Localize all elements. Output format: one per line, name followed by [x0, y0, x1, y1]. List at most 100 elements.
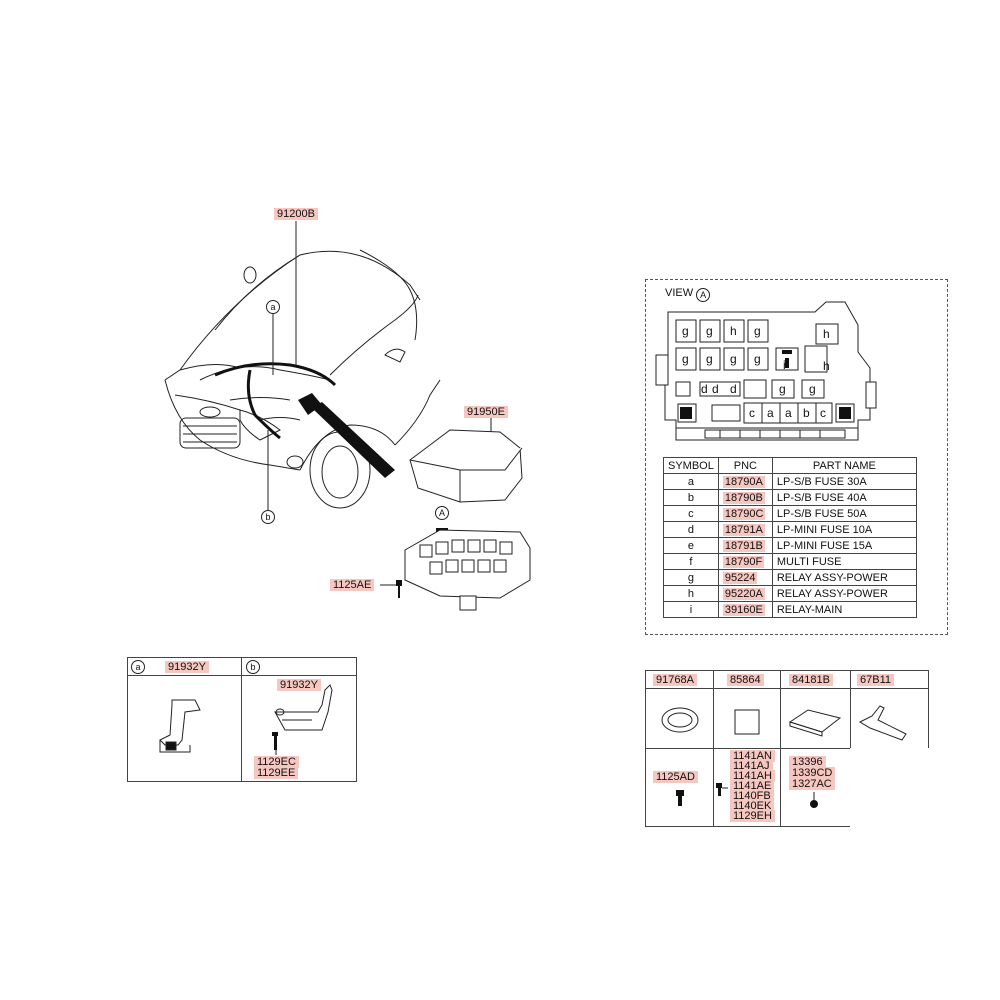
- row-pnc[interactable]: 18791B: [717, 537, 773, 554]
- fuse-slot-letter: g: [779, 382, 786, 396]
- fuse-slot-letter: c: [820, 406, 826, 420]
- view-a-panel: [645, 279, 948, 635]
- fuse-slot-letter: g: [706, 352, 713, 366]
- bolt-part-label[interactable]: 1125AE: [330, 579, 375, 591]
- row-part-name: RELAY-MAIN: [771, 601, 917, 618]
- row-symbol: h: [663, 585, 719, 602]
- nut-part-label[interactable]: 1339CD: [789, 767, 836, 779]
- row-pnc-text[interactable]: 18790C: [722, 507, 766, 520]
- row-pnc[interactable]: 39160E: [717, 601, 773, 618]
- row-pnc-text[interactable]: 95224: [722, 571, 758, 584]
- circle-a-marker: a: [266, 300, 280, 314]
- parts-table-header: SYMBOL PNC PART NAME: [663, 457, 917, 474]
- part-91768a-label[interactable]: 91768A: [653, 674, 697, 686]
- parts-grid-row-divider: [645, 748, 929, 749]
- row-part-name: RELAY ASSY-POWER: [771, 585, 917, 602]
- row-part-name: LP-MINI FUSE 10A: [771, 521, 917, 538]
- fuse-slot-letter: b: [803, 406, 810, 420]
- fuse-slot-letter: a: [785, 406, 792, 420]
- bolt-part-label[interactable]: 1140FB: [730, 790, 774, 802]
- row-pnc-text[interactable]: 18791B: [722, 539, 765, 552]
- row-symbol: c: [663, 505, 719, 522]
- fuse-slot-letter: g: [706, 324, 713, 338]
- row-pnc-text[interactable]: 18790B: [722, 491, 765, 504]
- row-pnc-text[interactable]: 95220A: [722, 587, 765, 600]
- view-a-marker: A: [435, 506, 449, 520]
- bolt-part-label[interactable]: 1141AN: [730, 750, 775, 762]
- view-title-text: VIEW: [665, 287, 694, 299]
- fuse-slot-letter: g: [682, 352, 689, 366]
- row-pnc-text[interactable]: 18790F: [722, 555, 765, 568]
- circle-b-marker: b: [261, 510, 275, 524]
- row-pnc-text[interactable]: 39160E: [722, 603, 765, 616]
- parts-grid-col-1: [713, 670, 714, 827]
- row-part-name: RELAY ASSY-POWER: [771, 569, 917, 586]
- row-part-name: LP-S/B FUSE 30A: [771, 473, 917, 490]
- row-symbol: i: [663, 601, 719, 618]
- detail-b-bolt-2-label[interactable]: 1129EE: [254, 767, 299, 779]
- bolt-part-label[interactable]: 1141AE: [730, 780, 775, 792]
- row-pnc[interactable]: 18790B: [717, 489, 773, 506]
- row-part-name: LP-S/B FUSE 50A: [771, 505, 917, 522]
- harness-part-label[interactable]: 91200B: [274, 208, 318, 220]
- row-pnc[interactable]: 18790C: [717, 505, 773, 522]
- bolt-part-label[interactable]: 1140EK: [730, 800, 775, 812]
- part-67b11-label[interactable]: 67B11: [857, 674, 894, 686]
- row-pnc[interactable]: 18791A: [717, 521, 773, 538]
- bolt-part-label[interactable]: 1141AJ: [730, 760, 773, 772]
- fuse-slot-letter: i: [783, 358, 786, 372]
- header-part-name: PART NAME: [771, 457, 917, 474]
- detail-b-part-label[interactable]: 91932Y: [277, 679, 321, 691]
- row-pnc-text[interactable]: 18790A: [722, 475, 765, 488]
- nut-part-label[interactable]: 13396: [789, 756, 826, 768]
- part-1125ad-label[interactable]: 1125AD: [653, 771, 698, 783]
- detail-header-row: [127, 657, 357, 676]
- nut-part-label[interactable]: 1327AC: [789, 778, 835, 790]
- row-part-name: LP-MINI FUSE 15A: [771, 537, 917, 554]
- fuse-slot-letter: g: [754, 324, 761, 338]
- bolt-part-label[interactable]: 1141AH: [730, 770, 775, 782]
- fuse-slot-letter: g: [809, 382, 816, 396]
- parts-grid-empty-cell: [850, 748, 929, 827]
- parts-grid-col-3: [850, 670, 851, 749]
- cover-part-label[interactable]: 91950E: [464, 406, 508, 418]
- view-title-marker: A: [696, 288, 711, 302]
- row-part-name: LP-S/B FUSE 40A: [771, 489, 917, 506]
- row-symbol: g: [663, 569, 719, 586]
- row-pnc[interactable]: 95220A: [717, 585, 773, 602]
- row-symbol: d: [663, 521, 719, 538]
- fuse-slot-letter: g: [682, 324, 689, 338]
- fuse-slot-letter: d: [701, 382, 708, 396]
- row-part-name: MULTI FUSE: [771, 553, 917, 570]
- fuse-slot-letter: g: [730, 352, 737, 366]
- header-symbol: SYMBOL: [663, 457, 719, 474]
- row-pnc[interactable]: 18790F: [717, 553, 773, 570]
- row-symbol: a: [663, 473, 719, 490]
- detail-divider: [241, 657, 242, 782]
- row-pnc[interactable]: 95224: [717, 569, 773, 586]
- row-pnc[interactable]: 18790A: [717, 473, 773, 490]
- part-85864-label[interactable]: 85864: [727, 674, 764, 686]
- part-84181b-label[interactable]: 84181B: [789, 674, 833, 686]
- detail-b-bolt-1-label[interactable]: 1129EC: [254, 756, 299, 768]
- detail-a-part-label[interactable]: 91932Y: [165, 661, 209, 673]
- fuse-slot-letter: d: [712, 382, 719, 396]
- parts-grid-col-2: [780, 670, 781, 827]
- fuse-slot-letter: h: [823, 327, 830, 341]
- fuse-slot-letter: h: [730, 324, 737, 338]
- row-pnc-text[interactable]: 18791A: [722, 523, 765, 536]
- fuse-slot-letter: h: [823, 359, 830, 373]
- bolt-part-label[interactable]: 1129EH: [730, 810, 775, 822]
- fuse-slot-letter: c: [749, 406, 755, 420]
- row-symbol: b: [663, 489, 719, 506]
- fuse-slot-letter: d: [730, 382, 737, 396]
- fuse-slot-letter: a: [767, 406, 774, 420]
